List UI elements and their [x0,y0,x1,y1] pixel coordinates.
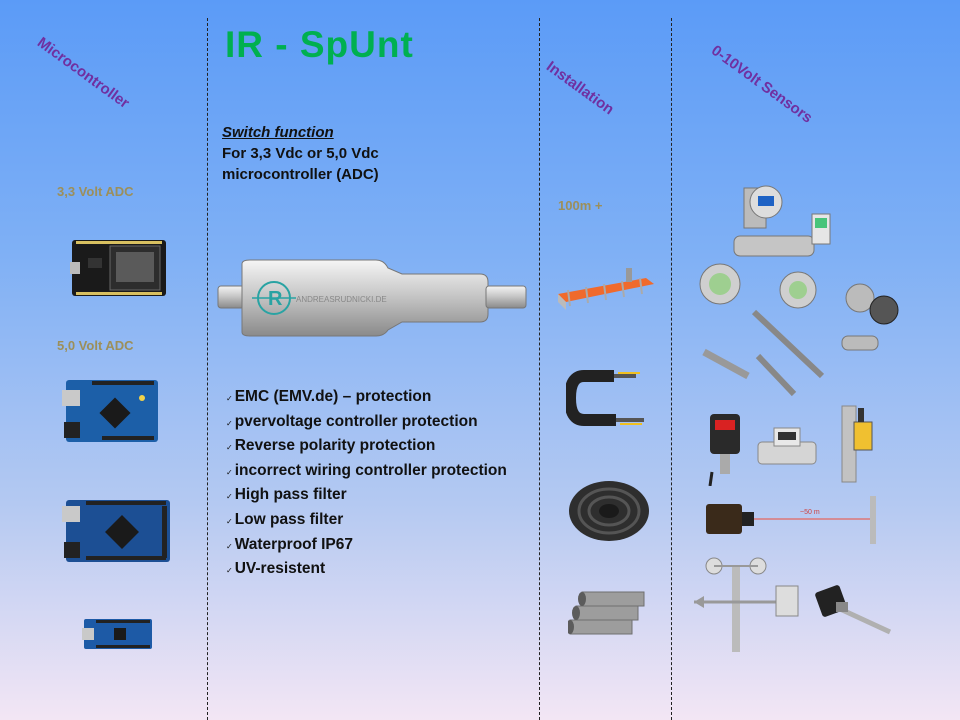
feature-item: ✓Reverse polarity protection [226,437,436,455]
feature-list: ✓EMC (EMV.de) – protection ✓pvervoltage … [226,386,536,583]
feature-item: ✓incorrect wiring controller protection [226,461,507,479]
feature-item: ✓pvervoltage controller protection [226,412,478,430]
check-icon: ✓ [226,394,233,403]
check-icon: ✓ [226,566,233,576]
feature-item: ✓High pass filter [226,486,347,504]
check-icon: ✓ [226,541,233,551]
distance-label: ~50 m [800,509,820,516]
switch-heading: Switch function [222,124,334,141]
device-label: ANDREASRUDNICKI.DE [296,295,387,304]
anemometer-image [694,557,799,652]
adc-label-33: 3,3 Volt ADC [57,184,134,199]
cable-tray-image [558,268,654,310]
sensor-cluster-image [699,185,899,397]
check-icon: ✓ [226,516,233,526]
divider-2 [539,18,540,720]
distance-sensor-image: ~50 m [706,496,876,544]
divider-1 [207,18,208,720]
divider-3 [671,18,672,720]
header-sensors: 0-10Volt Sensors [708,42,816,127]
cable-chain-image [566,370,644,426]
pressure-sensor-image [708,414,740,486]
adc-label-50: 5,0 Volt ADC [57,338,134,353]
check-icon: ✓ [226,443,233,453]
switch-function-text: Switch function For 3,3 Vdc or 5,0 Vdc m… [222,122,379,185]
arduino-mega-image [62,500,170,562]
header-microcontroller: Microcontroller [34,34,133,112]
level-sensor-image [841,405,873,483]
switch-line-1: For 3,3 Vdc or 5,0 Vdc [222,145,379,162]
cable-coil-image [569,481,649,541]
esp32-board-image [70,240,166,296]
flow-sensor-image [757,427,817,465]
installation-length: 100m + [558,198,603,213]
page-title: IR - SpUnt [225,24,414,65]
feature-item: ✓Waterproof IP67 [226,535,353,553]
temperature-probe-image [815,585,892,635]
switch-line-2: microcontroller (ADC) [222,166,379,183]
arduino-uno-image [62,380,158,442]
device-logo-r: R [268,288,283,310]
arduino-nano-image [82,619,152,649]
check-icon: ✓ [226,467,233,477]
check-icon: ✓ [226,492,233,502]
check-icon: ✓ [226,418,233,428]
feature-item: ✓EMC (EMV.de) – protection [226,388,432,405]
feature-item: ✓Low pass filter [226,510,344,528]
conduit-pipes-image [568,591,645,635]
feature-item: ✓UV-resistent [226,560,326,578]
ir-spunt-device-image: R ANDREASRUDNICKI.DE [217,259,527,337]
header-installation: Installation [543,58,618,119]
